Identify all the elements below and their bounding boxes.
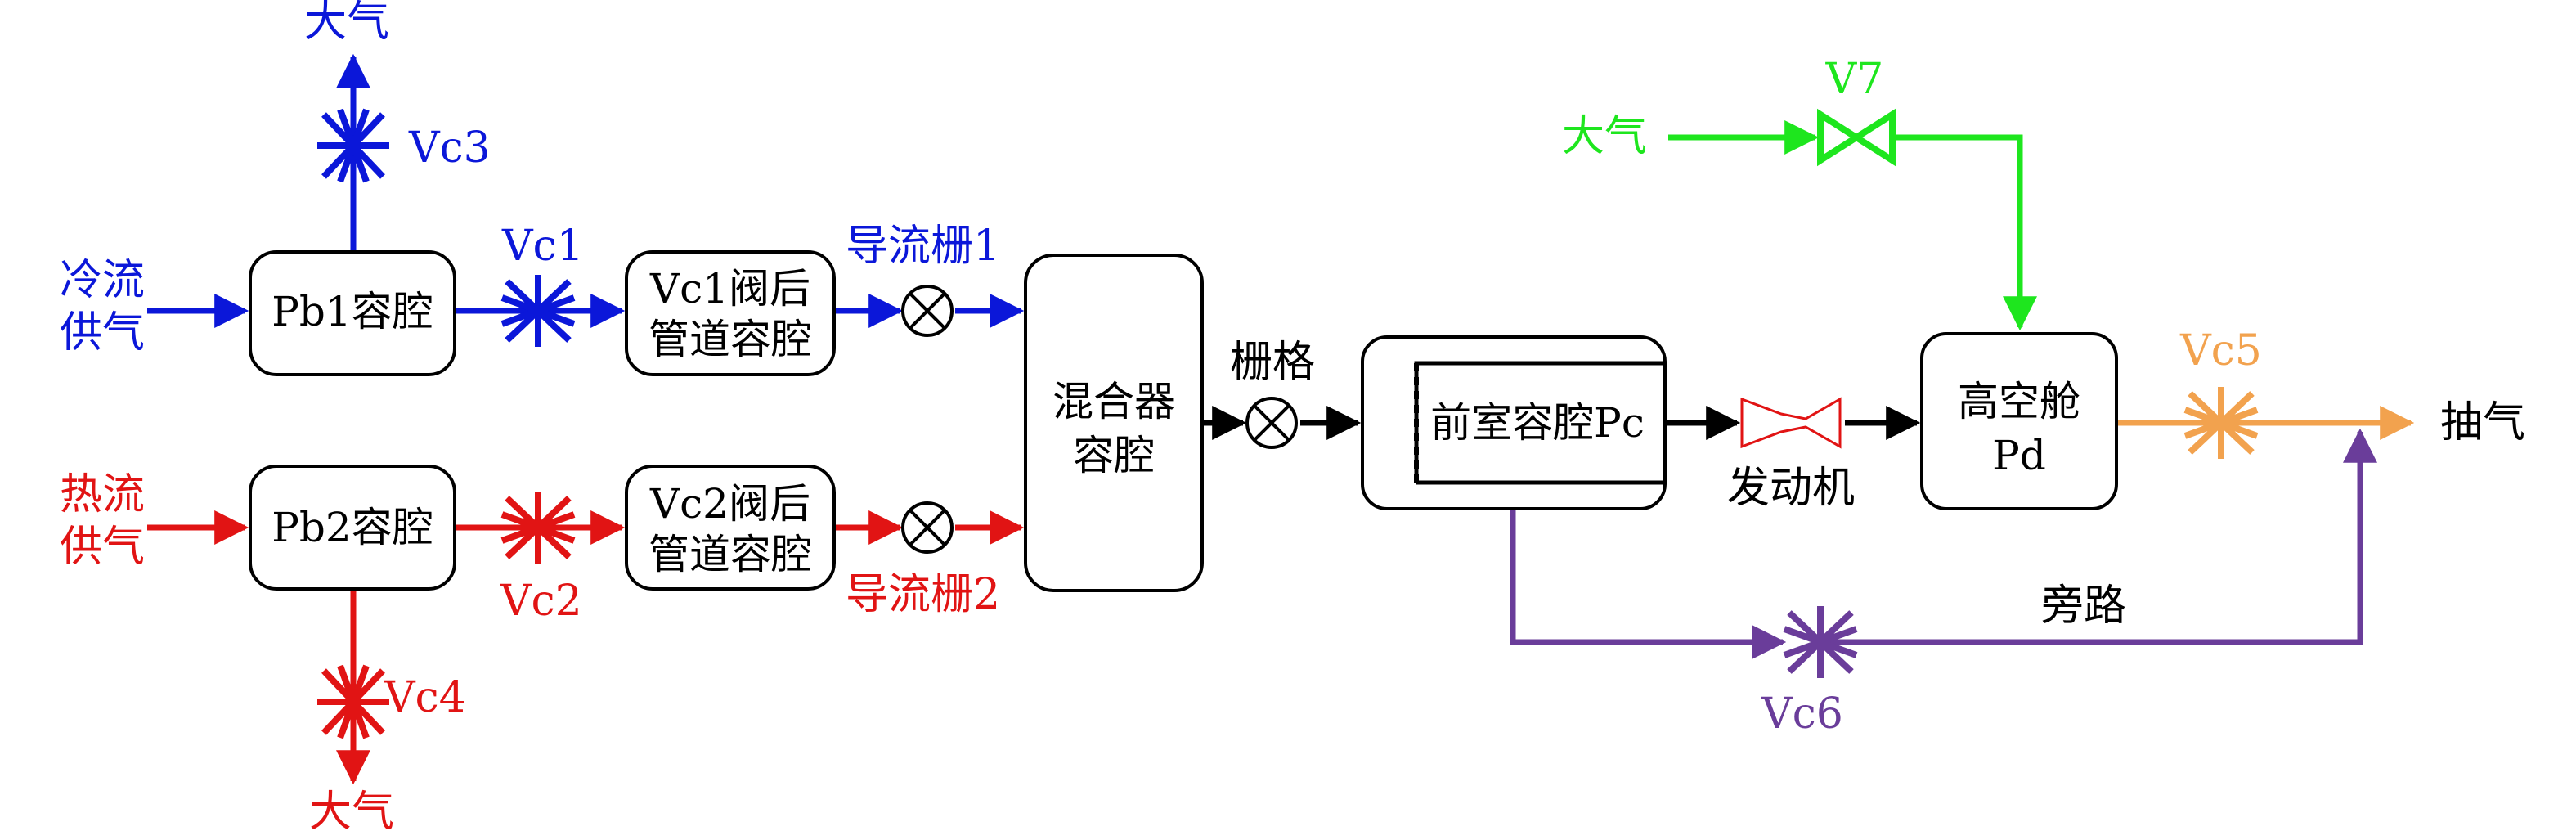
vc6-valve-icon [1783,606,1858,678]
vc2-after-label-1: Vc2阀后 [649,480,810,528]
grille-label: 栅格 [1230,338,1315,387]
hot-branch [147,510,1025,785]
vc4-valve-icon [317,664,389,739]
vc2-after-box: Vc2阀后 管道容腔 [625,465,836,591]
grid1-symbol-icon [901,285,954,337]
v7-label: V7 [1825,55,1884,104]
vc1-valve-icon [500,275,576,347]
atm-bottom-label: 大气 [309,788,394,837]
mixer-box: 混合器 容腔 [1024,254,1204,592]
vc2-after-label-2: 管道容腔 [648,531,812,578]
cold-supply-label-2: 供气 [60,308,145,357]
vc5-label: Vc5 [2179,326,2262,375]
v7-valve-icon [1817,108,1896,167]
mixer-label-1: 混合器 [1052,378,1175,425]
bypass-in-line [1510,509,1787,659]
vc4-label: Vc4 [384,673,466,722]
prechamber-box: 前室容腔Pc [1361,335,1667,510]
v7-to-altitude-line [1894,134,2037,331]
engine-nozzle-icon [1740,397,1842,449]
grid2-symbol-icon [901,501,954,554]
altitude-label-1: 高空舱 [1958,378,2080,425]
atm-top-label: 大气 [304,0,389,47]
pb2-box: Pb2容腔 [249,465,456,591]
engine-label: 发动机 [1727,464,1855,513]
altitude-label-2: Pd [1992,432,2046,479]
grille-symbol-icon [1245,397,1298,449]
atm-v7-label: 大气 [1562,112,1647,161]
v7-branch [1668,108,2037,331]
vc1-label: Vc1 [501,222,584,271]
prechamber-label: 前室容腔Pc [1430,399,1645,447]
vc1-after-box: Vc1阀后 管道容腔 [625,250,836,376]
grid1-label: 导流栅1 [846,222,1000,271]
bypass-branch [1510,428,2377,659]
vc3-label: Vc3 [408,124,491,173]
hot-supply-label-1: 热流 [60,470,145,519]
vc3-valve-icon [317,108,389,183]
vc1-after-label-1: Vc1阀后 [649,265,810,312]
pb1-label: Pb1容腔 [272,288,433,335]
bypass-out-line [1824,428,2377,645]
pb2-label: Pb2容腔 [272,504,433,551]
pb1-box: Pb1容腔 [249,250,456,376]
vc1-after-label-2: 管道容腔 [648,316,812,363]
bypass-label: 旁路 [2041,582,2126,631]
exhaust-label: 抽气 [2440,398,2525,447]
mixer-label-2: 容腔 [1073,432,1155,479]
vc6-label: Vc6 [1761,690,1843,739]
vc2-valve-icon [500,492,576,564]
grid2-label: 导流栅2 [846,570,1000,619]
cold-supply-label-1: 冷流 [60,256,145,305]
hot-supply-label-2: 供气 [60,523,145,572]
vc5-valve-icon [2183,387,2259,459]
vc2-label: Vc2 [500,577,582,626]
altitude-box: 高空舱 Pd [1920,332,2118,510]
